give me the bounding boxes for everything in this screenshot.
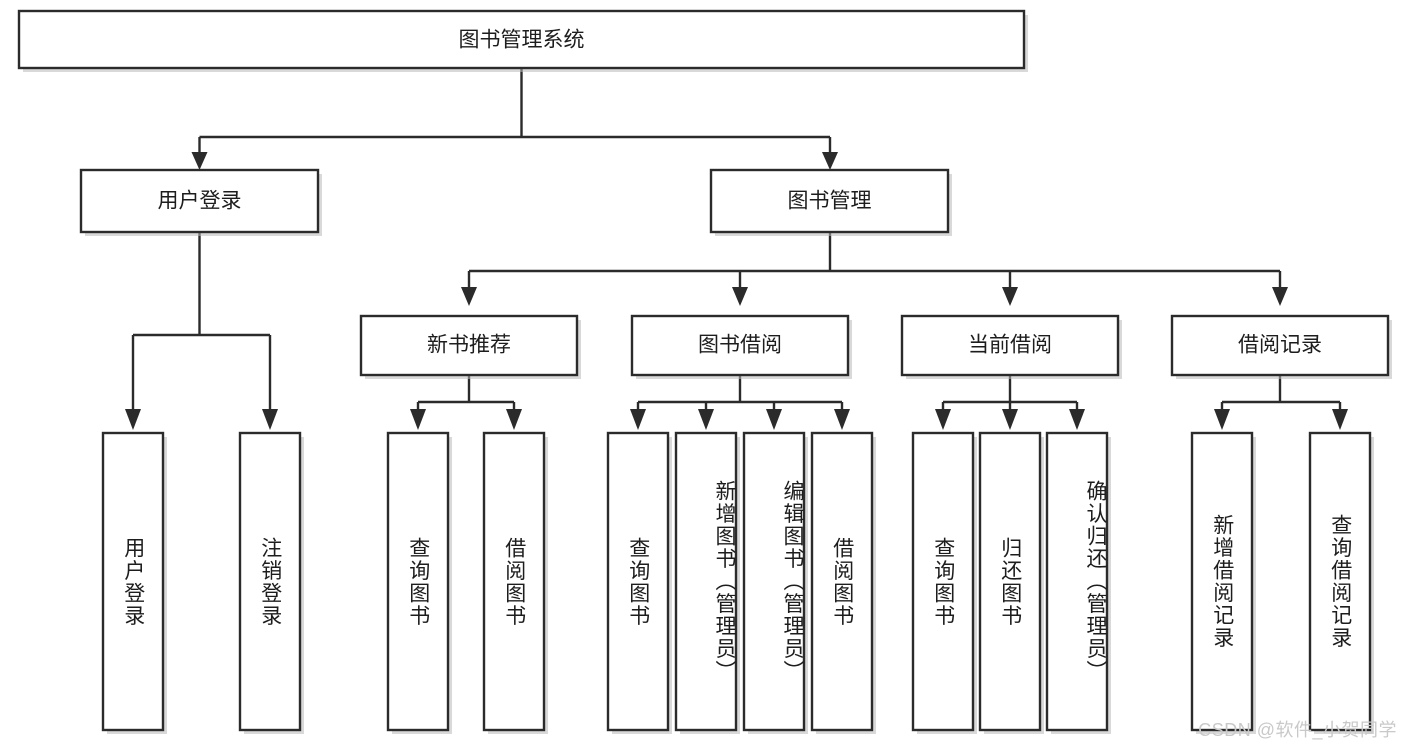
node-new-book-recommend-label: 新书推荐 [427, 334, 511, 357]
node-leaf-query-book-3[interactable] [911, 431, 975, 732]
arrow-head-leaf-borrow-book-1 [506, 409, 522, 430]
node-root[interactable] [17, 9, 1026, 70]
watermark-text: CSDN @软件_小贺同学 [1198, 720, 1397, 740]
arrow-head-user-login [191, 152, 208, 170]
node-book-borrow[interactable] [630, 314, 850, 377]
arrow-head-borrow-record [1272, 287, 1288, 306]
arrow-head-leaf-borrow-book-2 [834, 409, 850, 430]
arrow-head-leaf-edit-book [766, 409, 782, 430]
node-book-management-label: 图书管理 [788, 190, 872, 213]
node-root-label: 图书管理系统 [459, 29, 585, 52]
node-leaf-query-book-2[interactable] [606, 431, 670, 732]
arrow-head-leaf-add-record [1214, 409, 1230, 430]
arrow-head-current-borrow [1002, 287, 1018, 306]
node-leaf-borrow-book-1[interactable] [482, 431, 546, 732]
node-leaf-edit-book[interactable] [742, 431, 806, 732]
node-new-book-recommend[interactable] [359, 314, 579, 377]
node-layer: 图书管理系统 用户登录 图书管理 新书推荐 图书借阅 当前借阅 借阅记录 [17, 9, 1392, 734]
node-user-login[interactable] [79, 168, 320, 234]
arrow-head-leaf-user-logout [262, 409, 278, 430]
node-leaf-borrow-book-2[interactable] [810, 431, 874, 732]
node-leaf-add-book[interactable] [674, 431, 738, 732]
node-user-login-label: 用户登录 [158, 190, 242, 213]
arrow-head-leaf-query-record [1332, 409, 1348, 430]
arrow-head-leaf-confirm-return [1069, 409, 1085, 430]
node-current-borrow[interactable] [900, 314, 1120, 377]
connector-layer [125, 68, 1348, 430]
node-leaf-add-record[interactable] [1190, 431, 1254, 732]
node-current-borrow-label: 当前借阅 [968, 334, 1052, 357]
node-leaf-user-login[interactable] [101, 431, 165, 732]
node-leaf-query-book-1[interactable] [386, 431, 450, 732]
arrow-head-leaf-query-book-2 [630, 409, 646, 430]
node-leaf-confirm-return[interactable] [1045, 431, 1109, 732]
node-book-management[interactable] [709, 168, 950, 234]
arrow-head-leaf-user-login [125, 409, 141, 430]
node-leaf-return-book[interactable] [978, 431, 1042, 732]
arrow-head-new-book-recommend [461, 287, 477, 306]
arrow-head-leaf-query-book-1 [410, 409, 426, 430]
node-borrow-record[interactable] [1170, 314, 1390, 377]
node-leaf-query-record[interactable] [1308, 431, 1372, 732]
arrow-head-book-borrow [732, 287, 748, 306]
node-book-borrow-label: 图书借阅 [698, 334, 782, 357]
arrow-head-leaf-return-book [1002, 409, 1018, 430]
node-borrow-record-label: 借阅记录 [1238, 334, 1322, 357]
arrow-head-book-management [822, 152, 838, 170]
arrow-head-leaf-add-book [698, 409, 714, 430]
node-leaf-user-logout[interactable] [238, 431, 302, 732]
arrow-head-leaf-query-book-3 [935, 409, 951, 430]
